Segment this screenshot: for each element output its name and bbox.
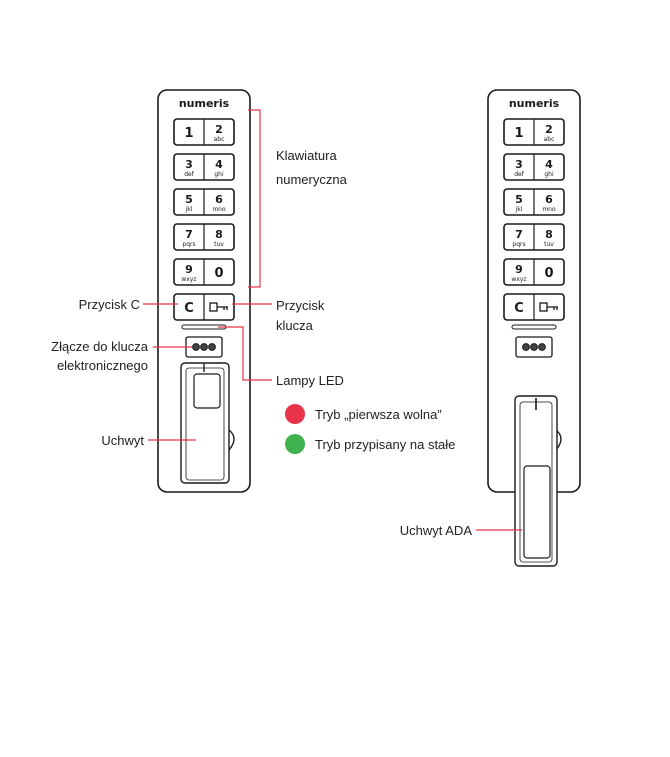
key-icon-right — [539, 302, 558, 312]
key-3-digit-right: 3 — [515, 158, 523, 171]
key-icon-left — [209, 302, 228, 312]
ada-handle-right — [514, 395, 562, 567]
key-7-letters-left: pqrs — [182, 241, 195, 248]
c-and-key-buttons-right: C — [503, 293, 565, 321]
label-keypad-line2: numeryczna — [276, 172, 347, 187]
red-dot-icon — [285, 404, 305, 424]
key-7-letters-right: pqrs — [512, 241, 525, 248]
c-and-key-buttons-left: C — [173, 293, 235, 321]
key-2-letters-left: abc — [214, 136, 225, 143]
key-9-letters-left: wxyz — [181, 276, 196, 283]
keypad-bracket — [248, 109, 261, 288]
legend-item-first-free: Tryb „pierwsza wolna” — [285, 404, 442, 424]
key-1-digit-left: 1 — [184, 126, 193, 141]
legend-text-permanent: Tryb przypisany na stałe — [315, 436, 456, 452]
key-6-letters-right: mno — [542, 206, 556, 213]
label-key-button-line2: klucza — [276, 318, 313, 333]
key-6-digit-right: 6 — [545, 193, 553, 206]
label-keypad: Klawiatura numeryczna — [276, 146, 347, 189]
brand-logo-left: numeris — [179, 97, 230, 110]
key-5-letters-left: jkl — [185, 206, 193, 213]
key-9-digit-left: 9 — [185, 263, 193, 276]
key-9-digit-right: 9 — [515, 263, 523, 276]
key-6-letters-left: mno — [212, 206, 226, 213]
key-7-digit-right: 7 — [515, 228, 523, 241]
key-2-digit-left: 2 — [215, 123, 223, 136]
label-ada-handle: Uchwyt ADA — [399, 523, 472, 538]
key-2-letters-right: abc — [544, 136, 555, 143]
key-8-digit-left: 8 — [215, 228, 223, 241]
c-key-label-left: C — [184, 301, 194, 316]
key-3-digit-left: 3 — [185, 158, 193, 171]
label-connector: Złącze do klucza elektronicznego — [30, 337, 148, 375]
key-3-letters-right: def — [514, 171, 525, 178]
callout-lines — [143, 109, 522, 531]
key-2-digit-right: 2 — [545, 123, 553, 136]
key-8-letters-left: tuv — [214, 241, 224, 248]
label-keypad-line1: Klawiatura — [276, 148, 337, 163]
label-connector-line2: elektronicznego — [56, 358, 148, 373]
led-bar-right — [511, 324, 557, 330]
key-0-digit-left: 0 — [214, 266, 223, 281]
label-c-button: Przycisk C — [78, 297, 140, 312]
key-4-letters-left: ghi — [214, 171, 224, 178]
green-dot-icon — [285, 434, 305, 454]
key-8-digit-right: 8 — [545, 228, 553, 241]
key-5-digit-right: 5 — [515, 193, 523, 206]
key-5-digit-left: 5 — [185, 193, 193, 206]
brand-logo-right: numeris — [509, 97, 560, 110]
key-4-digit-right: 4 — [545, 158, 553, 171]
key-4-digit-left: 4 — [215, 158, 223, 171]
key-0-digit-right: 0 — [544, 266, 553, 281]
label-led: Lampy LED — [276, 373, 344, 388]
legend-text-first-free: Tryb „pierwsza wolna” — [315, 406, 442, 422]
label-key-button: Przycisk klucza — [276, 296, 324, 335]
legend-item-permanent: Tryb przypisany na stałe — [285, 434, 455, 454]
key-8-letters-right: tuv — [544, 241, 554, 248]
key-1-digit-right: 1 — [514, 126, 523, 141]
key-3-letters-left: def — [184, 171, 195, 178]
label-connector-line1: Złącze do klucza — [51, 339, 148, 354]
c-key-label-right: C — [514, 301, 524, 316]
key-6-digit-left: 6 — [215, 193, 223, 206]
label-key-button-line1: Przycisk — [276, 298, 325, 313]
key-4-letters-right: ghi — [544, 171, 554, 178]
key-9-letters-right: wxyz — [511, 276, 526, 283]
key-7-digit-left: 7 — [185, 228, 193, 241]
key-5-letters-right: jkl — [515, 206, 523, 213]
label-handle: Uchwyt — [101, 433, 144, 448]
handle-left — [180, 362, 235, 484]
